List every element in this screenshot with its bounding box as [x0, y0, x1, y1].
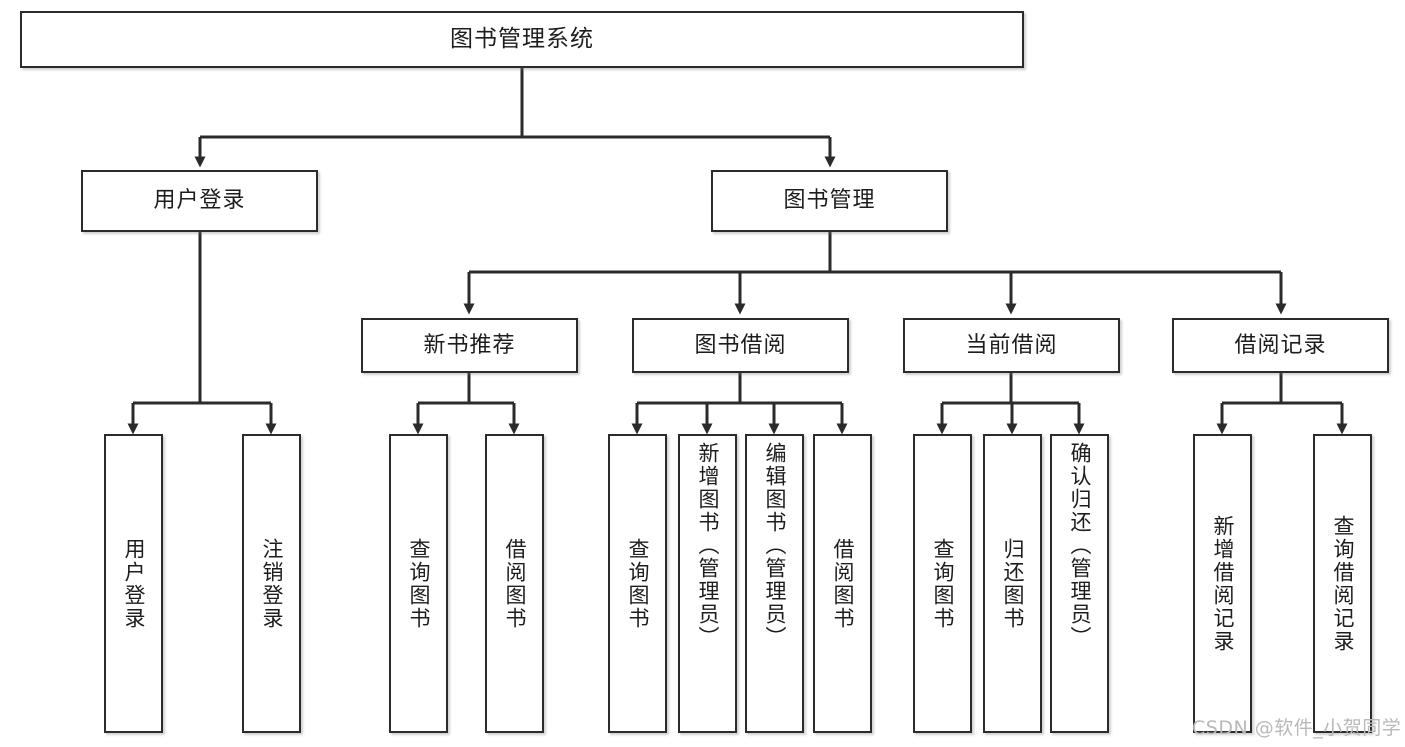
node-label: 查询图书: [931, 537, 955, 630]
node-label: 新增借阅记录: [1211, 514, 1235, 653]
node-leaf-logout[interactable]: 注销登录: [242, 434, 301, 733]
node-leaf-borrow-book-1[interactable]: 借阅图书: [485, 434, 544, 733]
node-leaf-user-login[interactable]: 用户登录: [104, 434, 163, 733]
node-leaf-query-book-2[interactable]: 查询图书: [608, 434, 667, 733]
node-leaf-query-book-1[interactable]: 查询图书: [389, 434, 448, 733]
node-leaf-return-book[interactable]: 归还图书: [983, 434, 1042, 733]
node-leaf-edit-book[interactable]: 编辑图书（管理员）: [745, 434, 804, 733]
node-label: 归还图书: [1001, 537, 1025, 630]
node-label: 查询借阅记录: [1331, 514, 1355, 653]
node-label: 借阅图书: [503, 537, 527, 630]
node-current-borrow[interactable]: 当前借阅: [903, 318, 1120, 373]
node-label: 用户登录: [153, 188, 246, 214]
node-leaf-query-book-3[interactable]: 查询图书: [913, 434, 972, 733]
node-book-borrow[interactable]: 图书借阅: [632, 318, 849, 373]
node-borrow-record[interactable]: 借阅记录: [1172, 318, 1389, 373]
node-label: 注销登录: [260, 537, 284, 630]
node-label: 新增图书（管理员）: [696, 442, 720, 649]
node-label: 图书管理系统: [450, 25, 594, 52]
node-leaf-query-record[interactable]: 查询借阅记录: [1313, 434, 1372, 733]
node-leaf-add-record[interactable]: 新增借阅记录: [1193, 434, 1252, 733]
node-user-login[interactable]: 用户登录: [81, 170, 318, 232]
node-leaf-add-book[interactable]: 新增图书（管理员）: [678, 434, 737, 733]
node-label: 新书推荐: [423, 332, 516, 358]
node-book-management[interactable]: 图书管理: [711, 170, 948, 232]
node-label: 查询图书: [407, 537, 431, 630]
node-label: 借阅记录: [1234, 332, 1327, 358]
node-label: 当前借阅: [965, 332, 1058, 358]
node-leaf-confirm-return[interactable]: 确认归还（管理员）: [1050, 434, 1109, 733]
node-leaf-borrow-book-2[interactable]: 借阅图书: [813, 434, 872, 733]
node-label: 图书借阅: [694, 332, 787, 358]
node-label: 图书管理: [783, 188, 876, 214]
node-new-book-recommend[interactable]: 新书推荐: [361, 318, 578, 373]
node-label: 借阅图书: [831, 537, 855, 630]
csdn-watermark: CSDN @软件_小贺同学: [1192, 717, 1402, 739]
node-label: 确认归还（管理员）: [1068, 442, 1092, 649]
node-label: 用户登录: [122, 537, 146, 630]
node-label: 编辑图书（管理员）: [763, 442, 787, 649]
node-label: 查询图书: [626, 537, 650, 630]
node-root-system[interactable]: 图书管理系统: [20, 11, 1024, 68]
